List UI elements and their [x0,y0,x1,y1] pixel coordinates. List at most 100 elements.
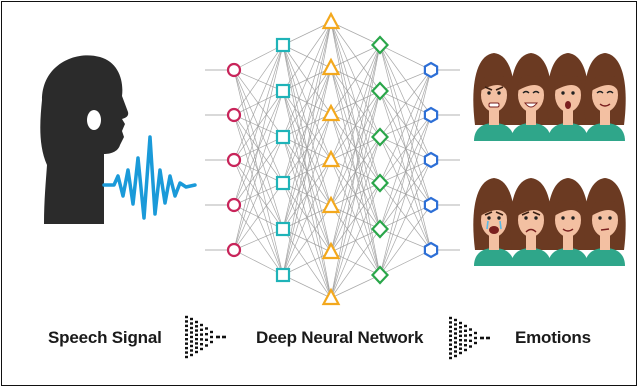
network-edge [330,44,381,299]
triangle-node [321,195,341,214]
network-edge [233,159,284,276]
arrow-dot [195,350,198,354]
arrow-dot [185,320,188,323]
network-edge [379,136,432,251]
arrow-dot [195,325,198,328]
network-edge [379,249,432,276]
arrow-dot [200,328,203,331]
speech-signal-label: Speech Signal [48,328,162,347]
arrow-dot [469,328,472,331]
network-edge [282,251,332,276]
network-edge [330,228,381,299]
network-edge [330,44,381,253]
sound-wave-icon [102,135,197,220]
network-edge [282,205,332,276]
circle-node [226,62,242,78]
arrow-dot [449,352,452,355]
network-edge [282,21,332,184]
network-edge [330,21,381,46]
arrow-dot [195,346,198,349]
arrow-dot [190,340,193,343]
network-edges [233,21,432,299]
network-edge [282,21,332,92]
hexagon-node [423,241,439,259]
arrow-dot [454,350,457,353]
arrow-dot [454,336,457,340]
network-edge [379,69,432,92]
diamond-node [370,173,390,193]
triangle-node [321,241,341,260]
network-edge [330,44,381,161]
arrow-dot [459,334,462,338]
hexagon-node [423,196,439,214]
arrow-dot [469,333,472,337]
network-edge [282,274,332,299]
arrow-dot [190,349,193,352]
arrow-dot [200,338,203,341]
face-sad-icon [510,178,552,266]
network-edge [233,69,284,184]
triangle-node [321,149,341,168]
arrow-dot [454,332,457,335]
network-edge [379,159,432,276]
network-edge [379,69,432,276]
emotion-faces [473,53,626,266]
arrow-dot [185,329,188,332]
triangle-node [321,287,341,306]
arrow-dot [469,339,472,343]
network-edge [330,90,381,299]
network-edge [330,44,381,69]
arrow-dot [469,345,472,348]
arrow-dot [195,333,198,337]
network-edge [330,274,381,299]
network-edge [282,21,332,138]
arrow-dot [205,338,208,342]
arrow-dot [210,335,213,339]
network-edge [233,44,284,161]
face-smile-icon [584,53,626,141]
arrow-dot [454,354,457,358]
arrow-dot [195,329,198,332]
arrow-dot [200,343,203,346]
arrow-dot [185,315,188,319]
network-edge [379,136,432,206]
speaking-head-icon [40,55,129,224]
arrow-dot [449,325,452,329]
square-node [275,175,291,191]
network-edge [379,90,432,206]
face-thinking-icon [584,178,626,266]
network-edge [379,204,432,276]
arrow-dot [449,339,452,342]
square-node [275,221,291,237]
network-edge [233,90,284,251]
arrow-dot [205,332,208,336]
network-nodes [226,11,439,306]
arrow-dot [454,323,457,326]
network-edge [330,136,381,299]
arrow-dot [464,344,467,347]
network-edge [379,69,432,230]
arrow-dot [459,321,462,325]
network-edge [330,44,381,115]
arrow-dot [185,342,188,345]
network-edge [330,44,381,207]
network-edge [233,44,284,116]
arrow-dot [185,346,188,350]
arrow-dot [459,351,462,355]
arrow-dot [459,347,462,350]
arrow-dot [486,336,490,340]
network-edge [233,114,284,230]
arrow-dot [459,326,462,329]
arrow-dot [464,348,467,352]
arrow-dot [190,335,193,339]
face-angry-icon [473,53,515,141]
arrow-dot [449,343,452,346]
network-edge [282,21,332,230]
deep-neural-network-label: Deep Neural Network [256,328,424,347]
arrow-dot [464,334,467,337]
arrow-dot [205,344,208,347]
arrow-dot [454,341,457,344]
face-crying-icon [473,178,515,266]
arrow-dot [195,320,198,324]
